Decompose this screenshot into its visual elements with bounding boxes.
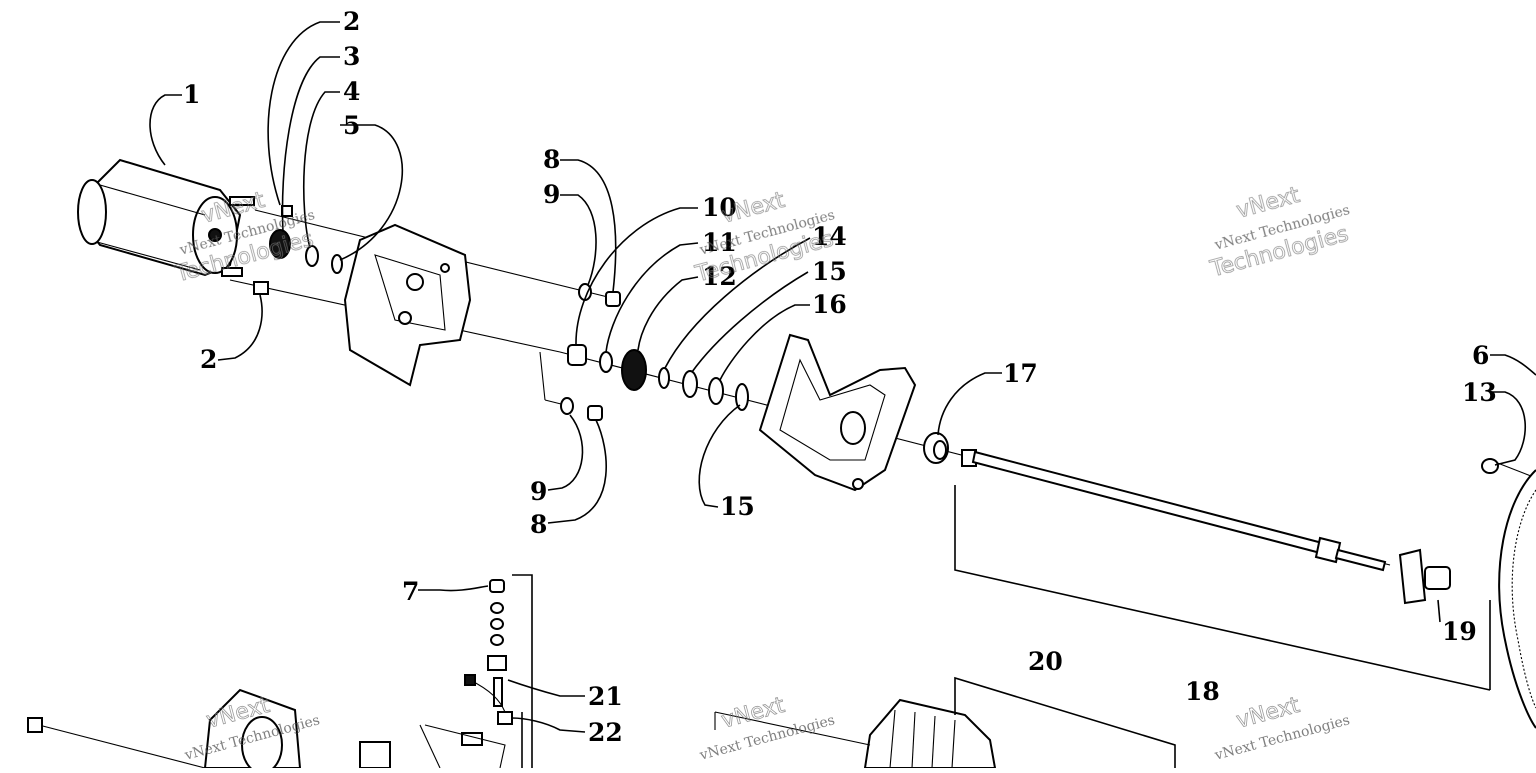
drive-shaft	[961, 449, 1387, 572]
label-part-7: 7	[402, 577, 419, 606]
label-part-19: 19	[1442, 617, 1477, 646]
label-part-8-bottom: 8	[530, 510, 547, 539]
end-cap-housing	[27, 688, 506, 773]
label-part-10: 10	[702, 193, 737, 222]
label-part-2-bottom: 2	[200, 345, 217, 374]
lower-nut-and-washer	[560, 397, 603, 421]
label-part-8-top: 8	[543, 145, 560, 174]
pinion-gear-and-washers	[253, 205, 343, 295]
label-part-12: 12	[702, 262, 737, 291]
label-part-17: 17	[1003, 359, 1038, 388]
gear-train-parts	[567, 344, 749, 411]
label-part-22: 22	[588, 718, 623, 747]
label-part-16: 16	[812, 290, 847, 319]
leader-lines	[149, 21, 1536, 733]
label-part-9-bottom: 9	[530, 477, 547, 506]
label-part-20: 20	[1028, 647, 1063, 676]
label-part-6: 6	[1472, 341, 1489, 370]
label-part-18: 18	[1185, 677, 1220, 706]
bushing	[923, 432, 949, 464]
label-part-11: 11	[702, 228, 737, 257]
starter-motor	[77, 158, 255, 277]
armature	[714, 676, 1176, 769]
label-part-15-bottom: 15	[720, 492, 755, 521]
label-part-4: 4	[343, 77, 360, 106]
flywheel-ring-gear	[1481, 458, 1536, 729]
label-part-14: 14	[812, 222, 847, 251]
label-part-13: 13	[1462, 378, 1497, 407]
drive-support-bracket	[758, 333, 917, 492]
label-part-5: 5	[343, 111, 360, 140]
starter-mounting-bracket	[343, 223, 472, 387]
shaft-assembly-bracket	[954, 485, 1491, 691]
bendix-drive-gear	[1398, 548, 1451, 605]
brush-holder-hardware	[461, 574, 533, 768]
label-part-21: 21	[588, 682, 623, 711]
upper-nut-and-washer	[578, 283, 621, 307]
part-number-labels: 1 2 3 4 5 2 8 9 9 8 10 11 12 14 15 16 15…	[183, 7, 1497, 747]
label-part-2-top: 2	[343, 7, 360, 36]
label-part-15-top: 15	[812, 257, 847, 286]
label-part-1: 1	[183, 80, 200, 109]
label-part-3: 3	[343, 42, 360, 71]
label-part-9-top: 9	[543, 180, 560, 209]
